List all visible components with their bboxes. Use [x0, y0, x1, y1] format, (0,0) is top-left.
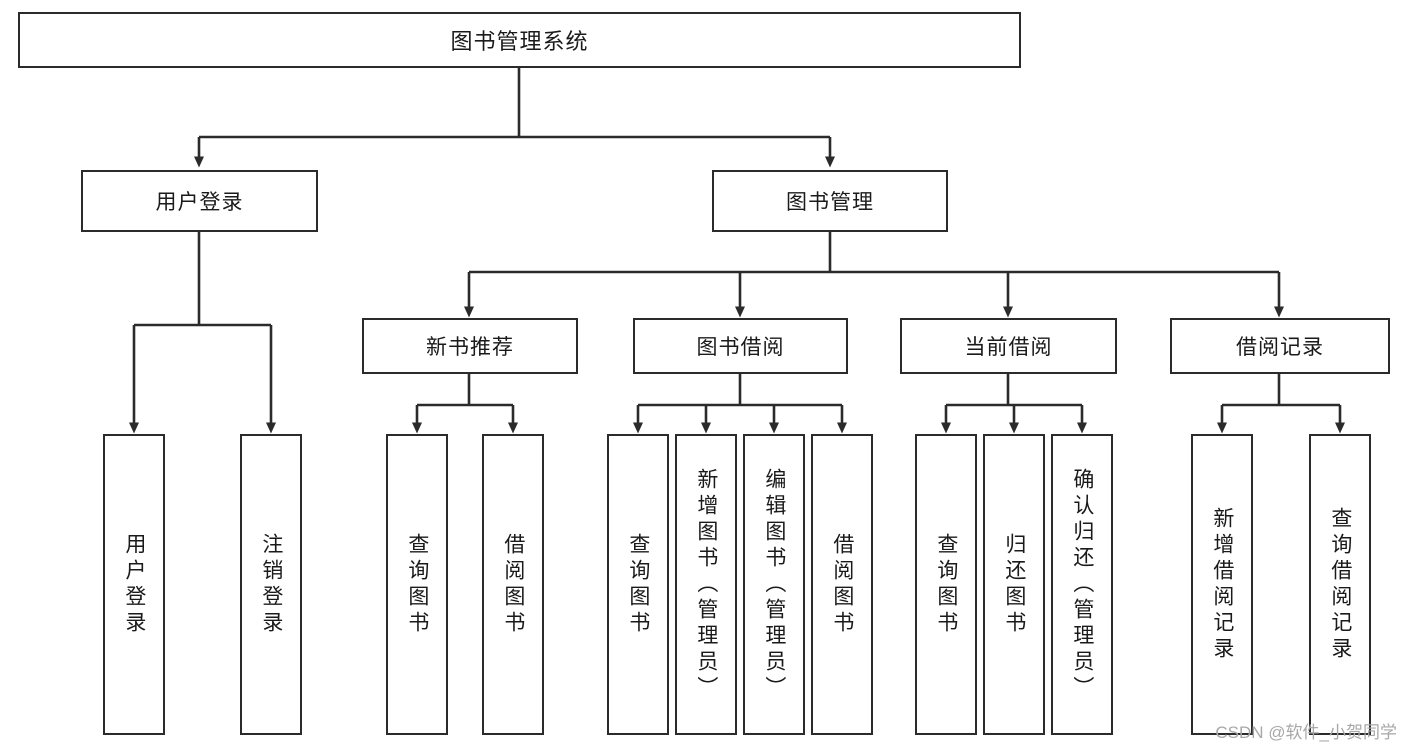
leaf-confirm-return-admin[interactable]: 确认归还（管理员）: [1051, 434, 1113, 735]
leaf-query-book-current-label: 查询图书: [934, 532, 958, 637]
leaf-query-book-borrow-label: 查询图书: [626, 532, 650, 637]
leaf-user-login-label: 用户登录: [122, 532, 146, 637]
node-user-login-label: 用户登录: [155, 191, 244, 214]
leaf-user-logout[interactable]: 注销登录: [240, 434, 302, 735]
node-current-borrow[interactable]: 当前借阅: [900, 318, 1117, 374]
leaf-return-book[interactable]: 归还图书: [983, 434, 1045, 735]
leaf-add-borrow-record[interactable]: 新增借阅记录: [1191, 434, 1253, 735]
leaf-query-borrow-record[interactable]: 查询借阅记录: [1309, 434, 1371, 735]
leaf-query-book-current[interactable]: 查询图书: [915, 434, 977, 735]
node-book-management-label: 图书管理: [786, 191, 874, 214]
leaf-query-borrow-record-label: 查询借阅记录: [1328, 506, 1352, 663]
node-borrow-record-label: 借阅记录: [1236, 336, 1324, 359]
node-root[interactable]: 图书管理系统: [18, 12, 1021, 68]
leaf-borrow-book-new-label: 借阅图书: [501, 532, 525, 637]
leaf-borrow-book-new[interactable]: 借阅图书: [482, 434, 544, 735]
node-book-borrow[interactable]: 图书借阅: [633, 318, 848, 374]
leaf-user-login[interactable]: 用户登录: [103, 434, 165, 735]
leaf-query-book-new[interactable]: 查询图书: [386, 434, 448, 735]
leaf-edit-book-admin[interactable]: 编辑图书（管理员）: [743, 434, 805, 735]
node-user-login[interactable]: 用户登录: [81, 170, 318, 232]
node-book-management[interactable]: 图书管理: [712, 170, 948, 232]
node-new-book-recommend-label: 新书推荐: [426, 336, 514, 359]
leaf-return-book-label: 归还图书: [1002, 532, 1026, 637]
leaf-query-book-new-label: 查询图书: [405, 532, 429, 637]
leaf-query-book-borrow[interactable]: 查询图书: [607, 434, 669, 735]
leaf-borrow-book[interactable]: 借阅图书: [811, 434, 873, 735]
leaf-borrow-book-label: 借阅图书: [830, 532, 854, 637]
leaf-add-borrow-record-label: 新增借阅记录: [1210, 506, 1234, 663]
node-new-book-recommend[interactable]: 新书推荐: [362, 318, 578, 374]
node-current-borrow-label: 当前借阅: [964, 336, 1053, 359]
leaf-add-book-admin[interactable]: 新增图书（管理员）: [675, 434, 737, 735]
leaf-confirm-return-admin-label: 确认归还（管理员）: [1070, 467, 1094, 702]
node-borrow-record[interactable]: 借阅记录: [1170, 318, 1390, 374]
node-root-label: 图书管理系统: [450, 29, 589, 54]
leaf-add-book-admin-label: 新增图书（管理员）: [694, 467, 718, 702]
node-book-borrow-label: 图书借阅: [696, 336, 785, 359]
leaf-user-logout-label: 注销登录: [259, 532, 283, 637]
leaf-edit-book-admin-label: 编辑图书（管理员）: [762, 467, 786, 702]
watermark-text: CSDN @软件_小贺同学: [1215, 723, 1397, 742]
